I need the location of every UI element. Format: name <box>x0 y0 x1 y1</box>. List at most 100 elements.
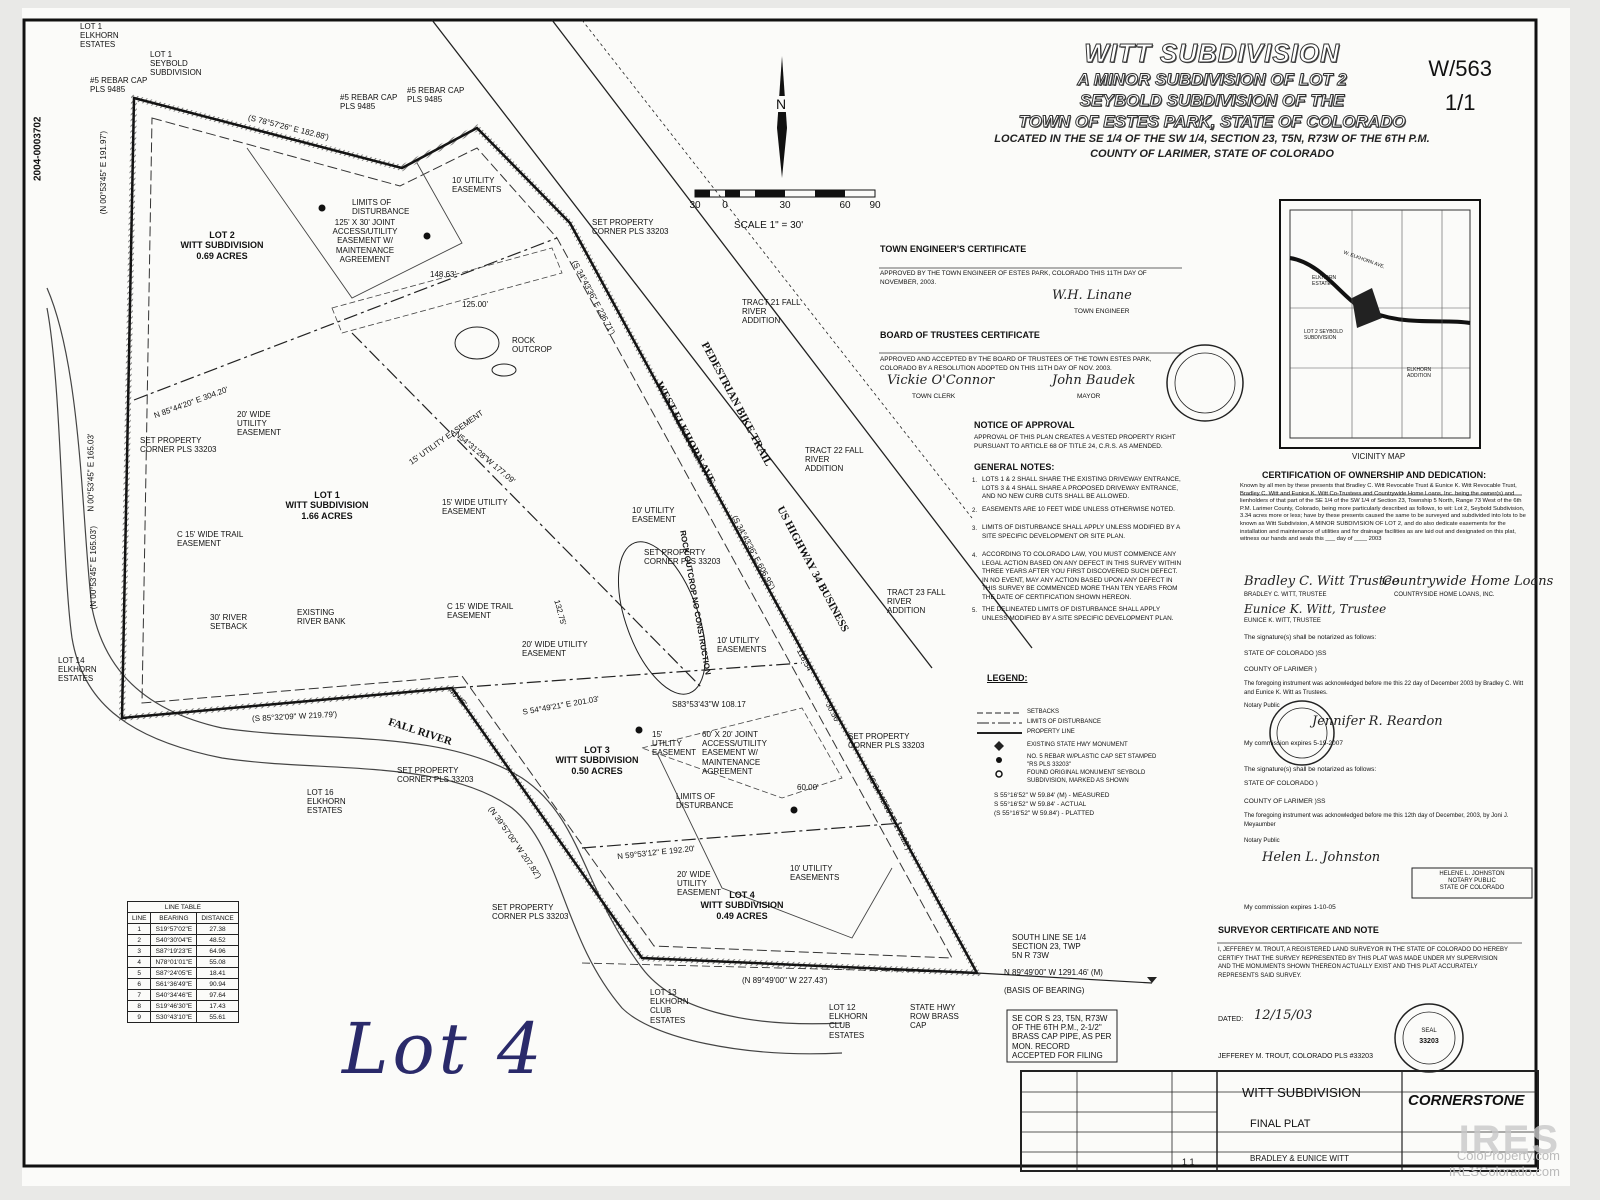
notary-label: Notary Public <box>1244 838 1280 844</box>
lot-line-diag <box>351 332 703 689</box>
rebar-marker <box>635 726 643 734</box>
town-engineer-text: APPROVED BY THE TOWN ENGINEER OF ESTES P… <box>880 270 1147 286</box>
lender-name: COUNTRYSIDE HOME LOANS, INC. <box>1394 592 1495 598</box>
vicinity-label: ELKHORN ADDITION <box>1407 367 1432 379</box>
bearing-108: S83°53'43"W 108.17 <box>672 700 746 709</box>
label-utility-10d: 10' UTILITY EASEMENTS <box>790 864 840 883</box>
label-utility-15c: 15' UTILITY EASEMENT <box>652 730 697 758</box>
label-utility: 10' UTILITY EASEMENTS <box>452 176 502 195</box>
notary-intro: The signature(s) shall be notarized as f… <box>1244 634 1377 641</box>
label-basis: (BASIS OF BEARING) <box>1004 986 1085 995</box>
vicinity-heading: VICINITY MAP <box>1352 452 1406 461</box>
plat-sheet: 2004-0003702 WITT SUBDIVISION A MINOR SU… <box>22 8 1570 1186</box>
label-set-corner: SET PROPERTY CORNER PLS 33203 <box>848 732 925 751</box>
label-utility-10b: 10' UTILITY EASEMENT <box>632 506 677 525</box>
title-block: WITT SUBDIVISION FINAL PLAT BRADLEY & EU… <box>1020 1070 1539 1172</box>
setback-line <box>141 117 953 959</box>
list-item: LOTS 1 & 2 SHALL SHARE THE EXISTING DRIV… <box>982 476 1181 501</box>
bearing-1291: N 89°49'00" W 1291.46' (M) <box>1004 968 1103 977</box>
sheet-number: W/563 <box>1428 56 1492 81</box>
bearing-227: (N 89°49'00" W 227.43') <box>742 976 828 985</box>
label-utility-20: 20' WIDE UTILITY EASEMENT <box>237 410 282 438</box>
label-rock-outcrop: ROCK OUTCROP <box>512 336 552 355</box>
sheet-count: 1 1 <box>1182 1157 1195 1167</box>
dim-148: 148.63' <box>430 270 456 279</box>
limits-disturbance-lot3 <box>656 752 893 939</box>
notice-text: APPROVAL OF THIS PLAN CREATES A VESTED P… <box>974 434 1176 450</box>
sheet-page: 1/1 <box>1444 90 1476 115</box>
rebar-marker <box>318 204 326 212</box>
notary-commission: My commission expires 1-10-05 <box>1244 904 1336 911</box>
label-lot1-seybold: LOT 1 SEYBOLD SUBDIVISION <box>150 50 202 78</box>
owner-name: BRADLEY C. WITT, Trustee <box>1244 592 1327 598</box>
rock-outcrop-1b <box>491 363 517 377</box>
label-trail-easement: C 15' WIDE TRAIL EASEMENT <box>447 602 513 621</box>
trustees-text: APPROVED AND ACCEPTED BY THE BOARD OF TR… <box>880 356 1152 372</box>
river-bank-line-2 <box>46 307 843 1055</box>
section-corner-marker <box>1147 977 1157 983</box>
general-notes-heading: GENERAL NOTES: <box>974 462 1055 472</box>
surveyor-dated: 12/15/03 <box>1254 1008 1313 1023</box>
surveyor-seal-text: SEAL <box>1421 1028 1437 1034</box>
title-line5: LOCATED IN THE SE 1/4 OF THE SW 1/4, SEC… <box>994 133 1430 145</box>
notary-label: Notary Public <box>1244 703 1280 709</box>
label-rebar: #5 REBAR CAP PLS 9485 <box>407 86 465 105</box>
rebar-marker <box>790 806 798 814</box>
watermark-logo: IRES <box>1458 1118 1560 1162</box>
legend-item: LIMITS OF DISTURBANCE <box>1027 719 1102 725</box>
sheet-number-block: W/563 1/1 <box>1428 52 1492 120</box>
handwritten-note: Lot 4 <box>342 1008 546 1090</box>
watermark-line: ColoProperty.com <box>1456 1148 1560 1163</box>
label-utility-20b: 20' WIDE UTILITY EASEMENT <box>522 640 588 659</box>
legend-bearing-measured: S 55°16'52" W 59.84' (M) - MEASURED <box>994 792 1110 799</box>
dim-125: 125.00' <box>462 300 488 309</box>
notary-commission: My commission expires 5-19-2007 <box>1244 740 1343 747</box>
list-item: EASEMENTS ARE 10 FEET WIDE UNLESS OTHERW… <box>982 506 1175 513</box>
list-item: ACCORDING TO COLORADO LAW, YOU MUST COMM… <box>982 551 1182 601</box>
label-south-line: SOUTH LINE SE 1/4 SECTION 23, TWP 5N R 7… <box>1012 933 1087 961</box>
notary-state: STATE OF Colorado )SS <box>1244 650 1327 657</box>
clerk-signature: Vickie O'Connor <box>887 373 995 388</box>
client-name: BRADLEY & EUNICE WITT <box>1250 1154 1349 1163</box>
notary-stamp-box <box>1411 867 1533 899</box>
north-arrow-shape <box>777 56 787 178</box>
label-lot12: LOT 12 ELKHORN CLUB ESTATES <box>829 1003 868 1040</box>
notary-signature: Jennifer R. Reardon <box>1312 714 1443 729</box>
sheet-border <box>22 18 1538 1168</box>
owner-signature: Bradley C. Witt Trustee <box>1244 574 1400 589</box>
title-line3: SEYBOLD SUBDIVISION OF THE <box>1079 91 1345 111</box>
road-centerline <box>581 19 973 519</box>
scale-label: SCALE 1" = 30' <box>734 220 804 231</box>
label-set-corner: SET PROPERTY CORNER PLS 33203 <box>397 766 474 785</box>
label-tract21: TRACT 21 FALL RIVER ADDITION <box>742 298 801 326</box>
legend-item: SETBACKS <box>1027 709 1060 715</box>
label-utility-20c: 20' WIDE UTILITY EASEMENT <box>677 870 722 898</box>
legend-item: NO. 5 REBAR W/PLASTIC CAP SET STAMPED "R… <box>1027 754 1157 768</box>
label-utility-10c: 10' UTILITY EASEMENTS <box>717 636 767 655</box>
watermark-line: IRESColorado.com <box>1448 1164 1560 1179</box>
lot-line-3-4 <box>581 822 903 849</box>
notary-county: COUNTY OF Larimer )SS <box>1244 798 1326 805</box>
title-line4: TOWN OF ESTES PARK, STATE OF COLORADO <box>1018 112 1406 132</box>
notary-seal <box>1269 700 1335 766</box>
town-seal <box>1166 344 1244 422</box>
town-engineer-signature: W.H. Linane <box>1052 288 1132 303</box>
surveyor-heading: SURVEYOR CERTIFICATE AND NOTE <box>1218 925 1379 935</box>
rebar-marker <box>423 232 431 240</box>
notary-ack: The foregoing instrument was acknowledge… <box>1244 681 1524 696</box>
watermark: IRES ColoProperty.com IRESColorado.com <box>1448 1118 1560 1180</box>
access-easement <box>331 247 563 334</box>
label-river-bank: EXISTING RIVER BANK <box>297 608 346 627</box>
label-set-corner: SET PROPERTY CORNER PLS 33203 <box>492 903 569 922</box>
lot-line-1-3 <box>451 662 803 689</box>
title-line2: A MINOR SUBDIVISION OF LOT 2 <box>1077 70 1348 90</box>
project-title: WITT SUBDIVISION <box>1242 1085 1361 1100</box>
clerk-role: TOWN CLERK <box>912 393 956 400</box>
label-se-corner: SE COR S 23, T5N, R73W OF THE 6th P.M., … <box>1012 1014 1112 1060</box>
ownership-heading: CERTIFICATION OF OWNERSHIP AND DEDICATIO… <box>1262 470 1487 480</box>
